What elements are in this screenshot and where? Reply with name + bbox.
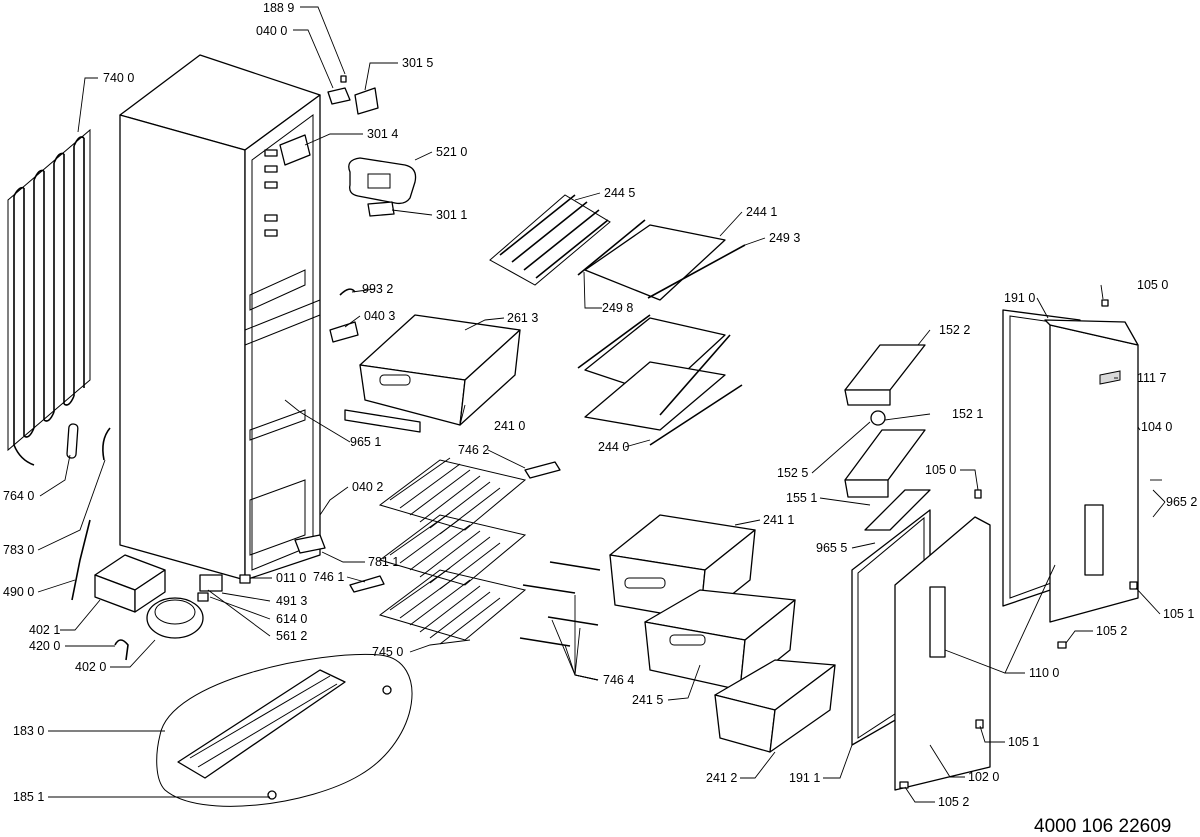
upper-door-104-0	[1044, 319, 1139, 623]
document-number: 4000 106 22609	[1034, 816, 1171, 837]
callout-152-2: 152 2	[939, 323, 970, 337]
lower-door-102-0	[894, 516, 991, 791]
door-bin-152-1	[844, 410, 926, 498]
callout-783-0: 783 0	[3, 543, 34, 557]
callout-040-3: 040 3	[364, 309, 395, 323]
callout-244-5: 244 5	[604, 186, 635, 200]
callout-301-4: 301 4	[367, 127, 398, 141]
callout-301-5: 301 5	[402, 56, 433, 70]
callout-614-0: 614 0	[276, 612, 307, 626]
callout-105-0-mid: 105 0	[925, 463, 956, 477]
callout-521-0: 521 0	[436, 145, 467, 159]
callout-301-1: 301 1	[436, 208, 467, 222]
callout-241-0: 241 0	[494, 419, 525, 433]
basket-rails	[294, 461, 601, 647]
wire-shelf-top	[489, 194, 611, 286]
callout-244-0: 244 0	[598, 440, 629, 454]
callout-191-1: 191 1	[789, 771, 820, 785]
thermostat-housing	[348, 157, 417, 217]
callout-241-1: 241 1	[763, 513, 794, 527]
relay-box	[197, 574, 223, 602]
callout-244-1: 244 1	[746, 205, 777, 219]
callout-745-0: 745 0	[372, 645, 403, 659]
callout-102-0: 102 0	[968, 770, 999, 784]
callout-746-4: 746 4	[603, 673, 634, 687]
callout-152-5: 152 5	[777, 466, 808, 480]
callout-105-1-right: 105 1	[1163, 607, 1194, 621]
door-bin-152-2	[844, 344, 926, 406]
callout-111-7: 111 7	[1137, 371, 1166, 385]
callout-402-1: 402 1	[29, 623, 60, 637]
callout-191-0: 191 0	[1004, 291, 1035, 305]
callout-491-3: 491 3	[276, 594, 307, 608]
callout-965-1: 965 1	[350, 435, 381, 449]
callout-152-1: 152 1	[952, 407, 983, 421]
callout-040-0: 040 0	[256, 24, 287, 38]
callout-040-2: 040 2	[352, 480, 383, 494]
callout-402-0: 402 0	[75, 660, 106, 674]
callout-261-3: 261 3	[507, 311, 538, 325]
leader-lines	[37, 6, 1166, 803]
refrigerator-cabinet	[119, 54, 321, 584]
callout-104-0: 104 0	[1141, 420, 1172, 434]
compressor-tray	[94, 554, 166, 613]
capillary-tube	[102, 427, 111, 461]
callout-105-2-upper: 105 2	[1096, 624, 1127, 638]
glass-shelf-lower	[577, 314, 743, 446]
capillary-loop	[114, 639, 129, 661]
compressor	[146, 597, 204, 639]
callout-965-5: 965 5	[816, 541, 847, 555]
power-cord	[71, 519, 91, 601]
callout-labels: 188 9 040 0 301 5 740 0 301 4 521 0 301 …	[3, 1, 1197, 809]
callout-781-1: 781 1	[368, 555, 399, 569]
callout-249-3: 249 3	[769, 231, 800, 245]
callout-105-0-top: 105 0	[1137, 278, 1168, 292]
callout-110-0: 110 0	[1029, 666, 1059, 680]
callout-183-0: 183 0	[13, 724, 44, 738]
drier-filter	[66, 423, 79, 459]
callout-155-1: 155 1	[786, 491, 817, 505]
callout-241-5: 241 5	[632, 693, 663, 707]
crisper-drawer-241-0	[344, 314, 521, 433]
freezer-drawer-241-2	[714, 659, 836, 753]
callout-249-8: 249 8	[602, 301, 633, 315]
hinge-screws	[899, 299, 1138, 789]
callout-241-2: 241 2	[706, 771, 737, 785]
hose-clip	[339, 288, 356, 296]
callout-185-1: 185 1	[13, 790, 44, 804]
callout-764-0: 764 0	[3, 489, 34, 503]
callout-993-2: 993 2	[362, 282, 393, 296]
callout-011-0: 011 0	[276, 571, 306, 585]
callout-965-2: 965 2	[1166, 495, 1197, 509]
condenser-coil	[7, 128, 91, 466]
callout-740-0: 740 0	[103, 71, 134, 85]
callout-420-0: 420 0	[29, 639, 60, 653]
callout-105-2-lower: 105 2	[938, 795, 969, 809]
base-plate	[156, 653, 413, 807]
callout-746-1: 746 1	[313, 570, 344, 584]
callout-561-2: 561 2	[276, 629, 307, 643]
callout-746-2: 746 2	[458, 443, 489, 457]
callout-105-1-lower: 105 1	[1008, 735, 1039, 749]
door-shelf-insert	[864, 489, 931, 531]
glass-shelf-upper	[577, 219, 746, 301]
callout-490-0: 490 0	[3, 585, 34, 599]
freezer-wire-baskets	[378, 457, 527, 645]
mid-hinge-bracket	[329, 321, 359, 343]
top-hinge-parts	[327, 75, 379, 115]
callout-188-9: 188 9	[263, 1, 294, 15]
